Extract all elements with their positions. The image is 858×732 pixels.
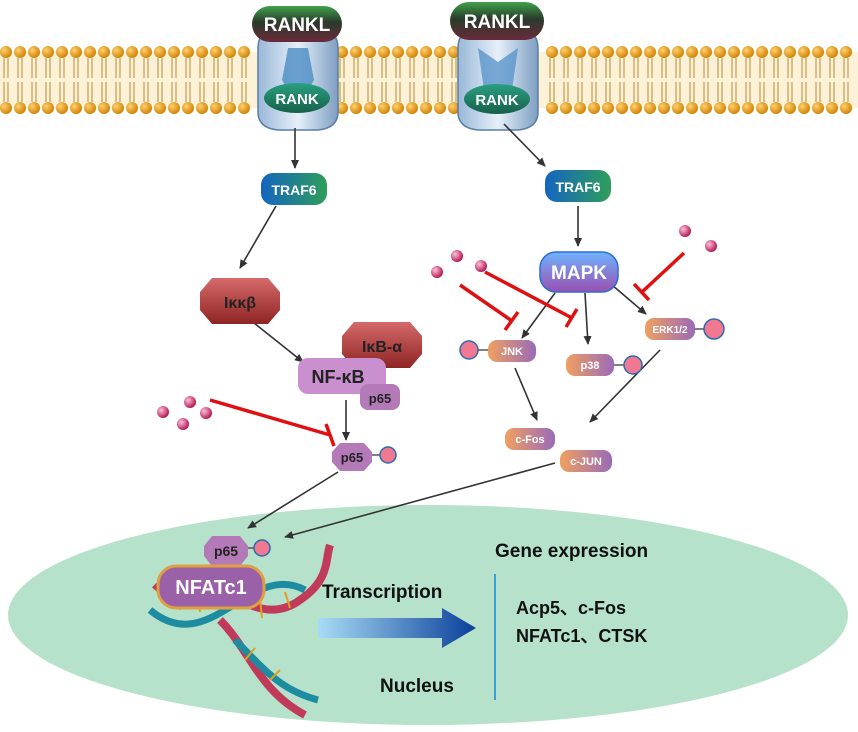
arrow-mapk-p38: [583, 292, 592, 345]
traf6-left: TRAF6: [261, 173, 327, 205]
cell-membrane: [0, 46, 858, 114]
traf6-right-label: TRAF6: [555, 179, 600, 195]
stg-group-right: [679, 225, 717, 252]
stg-group-left: [157, 396, 212, 430]
rank-label-right: RANK: [475, 92, 518, 109]
traf6-right: TRAF6: [545, 170, 611, 202]
nucleus-p65-node: p65: [204, 536, 271, 566]
rank-body-left: [264, 83, 330, 113]
ikba-label: IκB-α: [362, 339, 402, 356]
erk-label: ERK1/2: [652, 325, 687, 336]
rankl-ligand-right: [450, 2, 544, 40]
nfatc1-label: NFATc1: [175, 577, 247, 599]
p65-phospho-node: p65: [332, 443, 397, 471]
rank-receptor-left: RANKL RANK: [252, 6, 342, 131]
gene-list-line2: NFATc1、CTSK: [516, 626, 647, 646]
ikba-node: IκB-α: [342, 322, 422, 368]
gene-list-line1: Acp5、c-Fos: [516, 598, 626, 618]
nfatc1-node: NFATc1: [156, 564, 266, 610]
activation-arrows: [239, 123, 661, 539]
rankl-label-left: RANKL: [264, 15, 331, 36]
traf6-left-label: TRAF6: [271, 182, 316, 198]
nucleus-label: Nucleus: [380, 676, 454, 697]
gene-expression-title: Gene expression: [495, 541, 648, 562]
nfkb-label: NF-κB: [311, 367, 364, 387]
inhibition-lines: [209, 251, 686, 447]
arrow-cjun-nucleus: [284, 462, 556, 539]
jnk-label: JNK: [501, 346, 523, 358]
lipid-tails: [3, 58, 849, 102]
arrow-p65-nucleus: [247, 471, 339, 529]
mapk-node: MAPK: [539, 251, 619, 293]
arrow-mapk-erk: [611, 284, 647, 315]
rank-label-left: RANK: [275, 91, 318, 108]
inhibit-stg-erk: [640, 251, 686, 294]
nucleus-p65-label: p65: [214, 543, 238, 559]
arrow-p38-cjun: [589, 349, 661, 423]
lipid-heads-bottom: [0, 102, 852, 114]
mapk-label: MAPK: [551, 263, 607, 284]
erk-node: ERK1/2: [645, 318, 725, 340]
arrow-rank-traf6-right: [503, 123, 546, 167]
ikkb-label: Iκκβ: [224, 295, 256, 312]
rankl-label-right: RANKL: [464, 12, 531, 33]
transcription-arrow: [318, 608, 476, 648]
rank-body-right: [464, 84, 530, 114]
cfos-label: c-Fos: [515, 434, 544, 446]
cfos-node: c-Fos: [505, 428, 555, 450]
stg-group-middle: [431, 250, 487, 278]
lipid-heads-top: [0, 46, 852, 58]
cjun-node: c-JUN: [560, 450, 612, 472]
rankl-ligand-left: [252, 6, 342, 42]
p65-phospho-label: p65: [341, 450, 363, 465]
p38-node: p38: [566, 354, 643, 376]
nfkb-node: NF-κB p65: [298, 358, 400, 410]
jnk-node: JNK: [459, 340, 536, 362]
rank-receptor-right: RANKL RANK: [450, 2, 544, 131]
nfkb-p65-label: p65: [369, 391, 391, 406]
transcription-label: Transcription: [322, 582, 442, 603]
cjun-label: c-JUN: [570, 456, 602, 468]
arrow-traf6-ikkb: [239, 205, 277, 269]
arrow-ikkb-nfkb: [253, 322, 304, 363]
arrow-jnk-cfos: [514, 367, 538, 421]
inhibit-stg-p38: [484, 270, 573, 320]
ikkb-node: Iκκβ: [200, 278, 280, 324]
p38-label: p38: [581, 360, 600, 372]
inhibit-stg-p65: [209, 398, 331, 437]
inhibit-stg-jnk: [459, 283, 513, 323]
arrow-mapk-jnk: [521, 292, 556, 339]
